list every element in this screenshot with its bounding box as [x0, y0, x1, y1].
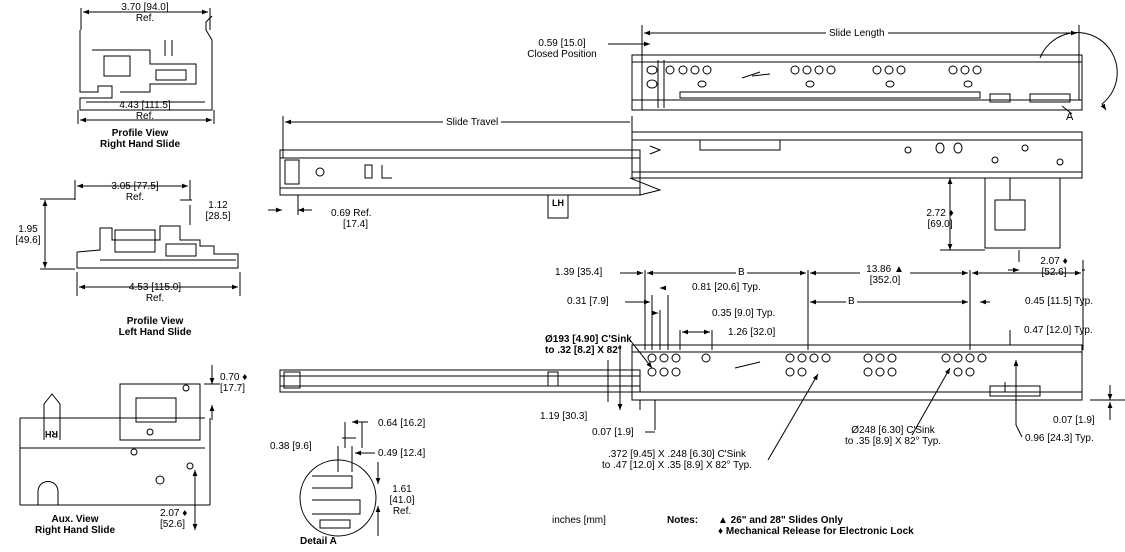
- profile-rh-title-line2: Right Hand Slide: [100, 139, 180, 150]
- dim-045: 0.45 [11.5] Typ.: [1025, 296, 1094, 307]
- aux-view-drawing: [19, 365, 220, 530]
- profile-rh-bottom-value: 4.43 [111.5]: [119, 100, 171, 111]
- side-slide-drawing: [279, 260, 1125, 461]
- notes-block: ▲ 26" and 28" Slides Only ♦ Mechanical R…: [718, 515, 914, 537]
- profile-lh-right-value: 1.12: [208, 200, 228, 211]
- aux-bottom-value: 2.07 ♦: [160, 508, 188, 519]
- csink-note-3-line2: to .35 [8.9] X 82° Typ.: [844, 436, 942, 447]
- dim-007-right: 0.07 [1.9]: [1053, 415, 1095, 426]
- profile-lh-title: Profile View Left Hand Slide: [100, 316, 210, 338]
- profile-rh-title: Profile View Right Hand Slide: [85, 128, 195, 150]
- profile-lh-right-mm: [28.5]: [205, 211, 231, 222]
- aux-title-line1: Aux. View: [51, 514, 99, 525]
- profile-rh-bottom-ref: Ref.: [135, 111, 155, 122]
- dim-b-2: B: [846, 296, 857, 307]
- profile-lh-title-line2: Left Hand Slide: [118, 327, 192, 338]
- csink-note-2: .372 [9.45] X .248 [6.30] C'Sink to .47 …: [582, 449, 772, 471]
- csink-note-3: Ø248 [6.30] C'Sink to .35 [8.9] X 82° Ty…: [828, 425, 958, 447]
- dim-272-value: 2.72 ♦: [926, 208, 954, 219]
- slide-travel-label: Slide Travel: [443, 117, 502, 128]
- aux-top-value: 0.70 ♦: [220, 372, 248, 383]
- dim-1386-value: 13.86 ▲: [860, 264, 910, 275]
- profile-lh-top-ref: Ref.: [125, 192, 145, 203]
- dim-007-left: 0.07 [1.9]: [592, 427, 634, 438]
- profile-rh-top-value: 3.70 [94.0]: [121, 2, 169, 13]
- dim-081: 0.81 [20.6] Typ.: [692, 282, 761, 293]
- profile-rh-top-dim: 3.70 [94.0] Ref.: [105, 2, 185, 24]
- dim-1386-mm: [352.0]: [869, 275, 901, 286]
- profile-view-rh-drawing: [77, 8, 215, 124]
- dim-096: 0.96 [24.3] Typ.: [1025, 433, 1094, 444]
- units-label: inches [mm]: [552, 515, 606, 526]
- aux-title: Aux. View Right Hand Slide: [20, 514, 130, 536]
- csink-note-1: Ø193 [4.90] C'Sink to .32 [8.2] X 82°: [545, 334, 632, 356]
- profile-lh-bottom-value: 4.53 [115.0]: [128, 282, 182, 293]
- detail-161-ref: Ref.: [392, 506, 412, 517]
- note-line-2: ♦ Mechanical Release for Electronic Lock: [718, 526, 914, 537]
- dim-139: 1.39 [35.4]: [555, 267, 603, 278]
- detail-a-title: Detail A: [300, 536, 337, 547]
- profile-lh-top-value: 3.05 [77.5]: [111, 181, 159, 192]
- detail-161-value: 1.61: [392, 484, 412, 495]
- closed-position-value: 0.59 [15.0]: [538, 38, 586, 49]
- notes-label: Notes:: [667, 515, 699, 526]
- detail-038-dim: 0.38 [9.6]: [270, 441, 312, 452]
- ref-069-dim: 0.69 Ref. [17.4]: [331, 208, 372, 230]
- profile-lh-left-dim: 1.95 [49.6]: [8, 224, 48, 246]
- dim-126: 1.26 [32.0]: [728, 327, 776, 338]
- csink-note-3-line1: Ø248 [6.30] C'Sink: [851, 425, 935, 436]
- profile-lh-bottom-ref: Ref.: [145, 293, 165, 304]
- dim-031: 0.31 [7.9]: [567, 296, 609, 307]
- dim-272: 2.72 ♦ [69.0]: [918, 208, 962, 230]
- profile-lh-right-dim: 1.12 [28.5]: [196, 200, 240, 222]
- travel-slide-drawing: [268, 116, 1085, 273]
- csink-note-1-line1: Ø193 [4.90] C'Sink: [545, 334, 632, 345]
- profile-rh-title-line1: Profile View: [111, 128, 169, 139]
- closed-position-label: Closed Position: [527, 49, 597, 60]
- detail-a-callout: A: [1066, 111, 1074, 123]
- closed-position-dim: 0.59 [15.0] Closed Position: [520, 38, 604, 60]
- aux-bottom-dim: 2.07 ♦ [52.6]: [160, 508, 187, 530]
- aux-top-mm: [17.7]: [220, 383, 246, 394]
- ref-069-mm: [17.4]: [343, 219, 369, 230]
- dim-b-1: B: [736, 267, 747, 278]
- csink-note-1-line2: to .32 [8.2] X 82°: [545, 345, 622, 356]
- dim-119: 1.19 [30.3]: [540, 411, 588, 422]
- profile-lh-title-line1: Profile View: [126, 316, 184, 327]
- dim-1386: 13.86 ▲ [352.0]: [860, 264, 910, 286]
- csink-note-2-line1: .372 [9.45] X .248 [6.30] C'Sink: [607, 449, 747, 460]
- aux-rh-tag: RH: [45, 429, 58, 439]
- profile-rh-bottom-dim: 4.43 [111.5] Ref.: [100, 100, 190, 122]
- profile-lh-left-value: 1.95: [18, 224, 38, 235]
- ref-069-value: 0.69 Ref.: [331, 208, 372, 219]
- detail-049-dim: 0.49 [12.4]: [378, 448, 426, 459]
- note-line-1: ▲ 26" and 28" Slides Only: [718, 515, 843, 526]
- profile-lh-bottom-dim: 4.53 [115.0] Ref.: [110, 282, 200, 304]
- csink-note-2-line2: to .47 [12.0] X .35 [8.9] X 82° Typ.: [601, 460, 753, 471]
- dim-272-mm: [69.0]: [927, 219, 953, 230]
- dim-207-top: 2.07 ♦ [52.6]: [1032, 256, 1076, 278]
- detail-161-dim: 1.61 [41.0] Ref.: [380, 484, 424, 517]
- dim-207-top-mm: [52.6]: [1041, 267, 1067, 278]
- slide-length-label: Slide Length: [826, 28, 888, 39]
- profile-lh-left-mm: [49.6]: [15, 235, 41, 246]
- profile-lh-top-dim: 3.05 [77.5] Ref.: [95, 181, 175, 203]
- dim-207-top-value: 2.07 ♦: [1040, 256, 1068, 267]
- detail-064-dim: 0.64 [16.2]: [378, 418, 426, 429]
- profile-view-lh-drawing: [40, 180, 241, 296]
- detail-a-drawing: [299, 419, 381, 537]
- aux-bottom-mm: [52.6]: [160, 519, 186, 530]
- lh-tag: LH: [552, 198, 564, 208]
- dim-035: 0.35 [9.0] Typ.: [712, 308, 776, 319]
- aux-title-line2: Right Hand Slide: [35, 525, 115, 536]
- detail-161-mm: [41.0]: [389, 495, 415, 506]
- dim-047: 0.47 [12.0] Typ.: [1024, 325, 1093, 336]
- profile-rh-top-ref: Ref.: [135, 13, 155, 24]
- aux-top-dim: 0.70 ♦ [17.7]: [220, 372, 247, 394]
